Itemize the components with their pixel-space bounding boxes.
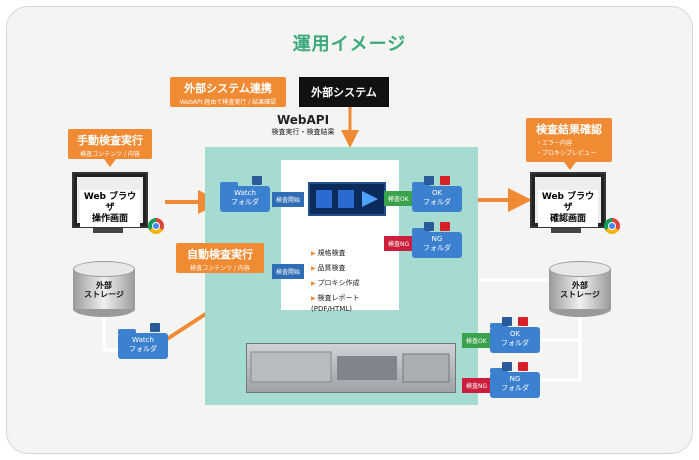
ok-folder-bottom: OK フォルダ	[490, 323, 540, 353]
external-system-callout-sub: WebAPI 経由で検査実行 / 結果確認	[179, 99, 277, 106]
result-callout-tail	[564, 162, 576, 170]
external-storage-left-icon: 外部 ストレージ	[73, 261, 135, 317]
ok-folder-top: OK フォルダ	[412, 182, 462, 212]
ok-label-bottom: 検査OK	[462, 333, 491, 348]
process-item: 品質検査	[311, 261, 360, 276]
pdf-icon	[518, 317, 528, 326]
external-storage-right-icon: 外部 ストレージ	[549, 261, 611, 317]
ng-label-bottom: 検査NG	[462, 378, 492, 393]
external-storage-left-label: 外部 ストレージ	[84, 281, 124, 299]
video-icon	[150, 323, 160, 332]
watch-folder-top: Watch フォルダ	[220, 182, 270, 212]
manual-run-title: 手動検査実行	[77, 134, 143, 147]
start-label-top: 検査開始	[272, 192, 305, 207]
process-list: 規格検査 品質検査 プロキシ作成 検査レポート (PDF/HTML)	[311, 246, 360, 314]
webapi-title: WebAPI	[276, 113, 330, 127]
video-icon	[252, 176, 262, 185]
external-system-callout: 外部システム連携 WebAPI 経由で検査実行 / 結果確認	[170, 77, 286, 107]
film-strip-icon	[308, 182, 386, 216]
auto-run-callout: 自動検査実行 検査コンテンツ / 内容	[176, 243, 264, 273]
result-check-sub1: ・エラー内容	[536, 140, 573, 147]
external-system-box: 外部システム	[299, 77, 389, 107]
ng-folder-top: NG フォルダ	[412, 228, 462, 258]
chrome-icon	[604, 218, 620, 234]
webapi-sub: 検査実行・検査結果	[271, 128, 335, 136]
video-icon	[424, 176, 434, 185]
video-icon	[502, 362, 512, 371]
server-appliance-icon	[246, 343, 456, 393]
process-item: 規格検査	[311, 246, 360, 261]
ng-folder-bottom: NG フォルダ	[490, 368, 540, 398]
process-item: 検査レポート (PDF/HTML)	[311, 293, 360, 314]
operation-browser-label: Web ブラウザ 操作画面	[80, 190, 140, 227]
pdf-icon	[440, 176, 450, 185]
result-check-sub2: ・プロキシプレビュー	[536, 150, 597, 157]
manual-run-callout: 手動検査実行 検査コンテンツ / 内容	[68, 129, 152, 159]
result-browser-monitor: Web ブラウザ 確認画面	[530, 172, 606, 228]
auto-run-title: 自動検査実行	[187, 248, 253, 261]
result-check-callout: 検査結果確認 ・エラー内容 ・プロキシプレビュー	[526, 118, 612, 162]
start-label-mid: 検査開始	[272, 264, 305, 279]
webapi-label: WebAPI 検査実行・検査結果	[243, 113, 363, 137]
auto-run-sub: 検査コンテンツ / 内容	[190, 265, 250, 272]
monitor-stand	[551, 228, 581, 233]
process-item: プロキシ作成	[311, 276, 360, 291]
manual-callout-tail	[104, 159, 116, 167]
operation-browser-monitor: Web ブラウザ 操作画面	[72, 172, 148, 228]
pdf-icon	[440, 222, 450, 231]
external-system-callout-title: 外部システム連携	[184, 82, 272, 95]
ng-label-top: 検査NG	[384, 236, 414, 251]
video-icon	[502, 317, 512, 326]
watch-folder-bottom: Watch フォルダ	[118, 329, 168, 359]
result-browser-label: Web ブラウザ 確認画面	[538, 190, 598, 227]
pdf-icon	[518, 362, 528, 371]
ok-label-top: 検査OK	[384, 191, 413, 206]
chrome-icon	[148, 218, 164, 234]
manual-run-sub: 検査コンテンツ / 内容	[80, 151, 140, 158]
external-storage-right-label: 外部 ストレージ	[560, 281, 600, 299]
video-icon	[424, 222, 434, 231]
film-frames	[316, 190, 378, 208]
monitor-stand	[93, 228, 123, 233]
result-check-title: 検査結果確認	[536, 123, 602, 136]
page-title: 運用イメージ	[292, 34, 407, 55]
